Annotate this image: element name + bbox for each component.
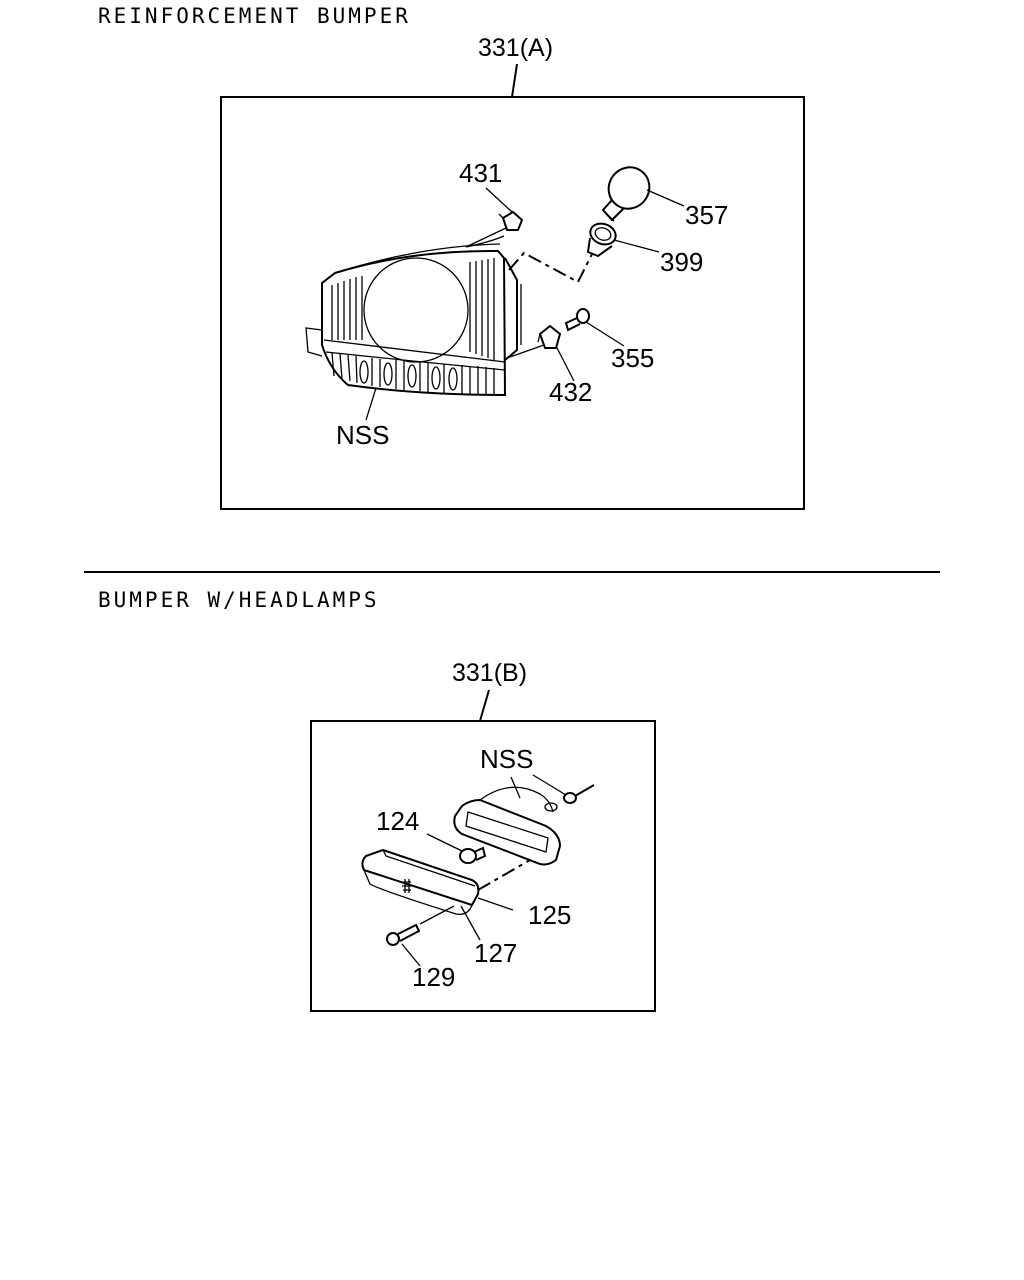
section-a-ref-label: 331(A)	[478, 34, 553, 62]
socket-connection-dash	[508, 251, 593, 284]
part-label-355: 355	[611, 343, 654, 373]
part-label-nss-b: NSS	[480, 744, 533, 774]
part-431-leader	[485, 187, 513, 213]
section-b-title: BUMPER W/HEADLAMPS	[98, 588, 380, 612]
screw-path-line	[419, 905, 455, 925]
part-124-leader	[426, 833, 463, 852]
part-432-clip-illustration	[506, 324, 562, 359]
corner-lamp-lens-illustration	[305, 235, 522, 397]
part-label-127: 127	[474, 938, 517, 968]
part-357-leader	[646, 189, 685, 207]
part-129-leader	[401, 943, 421, 967]
part-label-357: 357	[685, 200, 728, 230]
nss-b-screw-leader	[532, 774, 567, 796]
section-b-ref-label: 331(B)	[452, 659, 527, 687]
section-a-title: REINFORCEMENT BUMPER	[98, 4, 411, 28]
section-a-frame	[220, 96, 805, 510]
section-b-ref-leader	[479, 689, 490, 722]
part-label-124: 124	[376, 806, 419, 836]
part-nss-b-leader	[510, 776, 521, 799]
part-label-125: 125	[528, 900, 571, 930]
part-355-leader	[585, 321, 625, 347]
part-label-432: 432	[549, 377, 592, 407]
part-label-431: 431	[459, 158, 502, 188]
part-399-leader	[613, 239, 660, 253]
section-b-frame	[310, 720, 656, 1012]
part-label-129: 129	[412, 962, 455, 992]
section-a-ref-leader	[511, 63, 518, 98]
headlamp-housing-illustration	[453, 786, 562, 866]
part-label-399: 399	[660, 247, 703, 277]
part-label-nss-a: NSS	[336, 420, 389, 450]
part-124-bulb-illustration	[459, 846, 487, 864]
part-125-gasket-illustration	[361, 848, 480, 915]
part-399-socket-illustration	[586, 222, 617, 258]
part-355-screw-illustration	[564, 308, 590, 332]
lens-connection-dash	[477, 859, 531, 891]
part-nss-a-leader	[365, 387, 377, 421]
part-129-screw-illustration	[386, 923, 421, 946]
part-127-leader	[460, 905, 481, 941]
part-432-leader	[555, 345, 575, 382]
nss-b-screw-illustration	[563, 784, 595, 804]
part-431-clip	[465, 210, 524, 248]
part-125-leader	[477, 897, 514, 911]
part-357-bulb-illustration	[601, 166, 651, 222]
